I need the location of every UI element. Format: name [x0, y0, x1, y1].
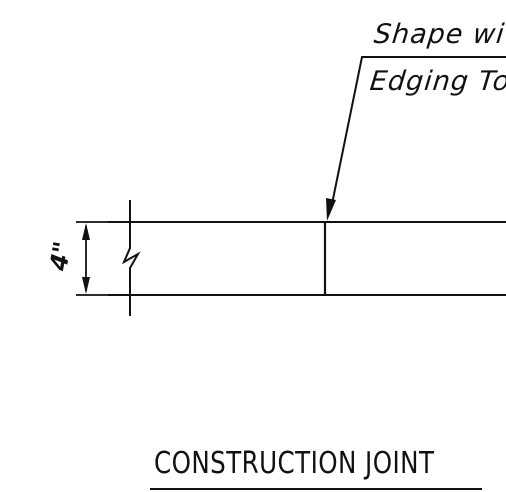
callout-leader-arrowhead — [326, 198, 336, 221]
dimension-arrow-bottom — [82, 277, 90, 294]
callout-leader — [331, 56, 506, 205]
break-line — [121, 200, 141, 316]
drawing-title: CONSTRUCTION JOINT — [154, 446, 435, 481]
callout-text-line-2: Edging To — [368, 66, 506, 97]
dimension-thickness-label: 4" — [44, 239, 77, 273]
dimension-arrow-top — [82, 223, 90, 240]
callout-text-line-1: Shape wit — [372, 19, 506, 50]
